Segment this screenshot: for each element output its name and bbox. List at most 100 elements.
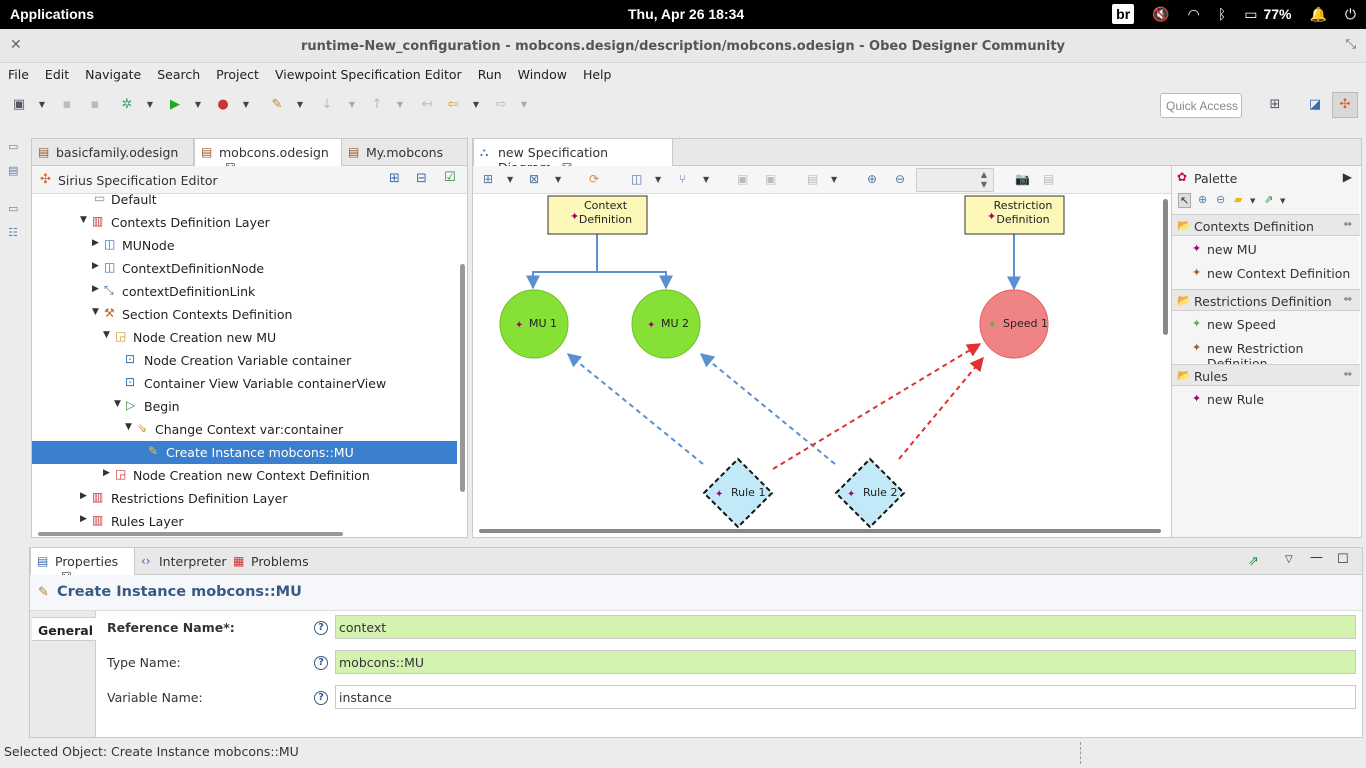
select-dropdown-icon[interactable]: ▼ — [507, 175, 514, 184]
menu-help[interactable]: Help — [582, 67, 612, 82]
palette-drawer-contexts-definition[interactable]: 📂 Contexts Definition ⇔ — [1172, 214, 1360, 236]
expand-arrow-icon[interactable]: ▶ — [103, 468, 110, 478]
menu-file[interactable]: File — [8, 67, 29, 82]
external-tools-dropdown-icon[interactable]: ▼ — [242, 100, 250, 109]
diagram-properties-icon[interactable]: ▤ — [1043, 172, 1055, 186]
tree-item-begin[interactable]: ▼ ▷ Begin — [114, 398, 180, 414]
rule1-label[interactable]: Rule 1 — [731, 486, 766, 499]
tab-my-mobcons[interactable]: ▤ My.mobcons — [342, 139, 468, 166]
palette-item-new-mu[interactable]: ✦ new MU — [1192, 242, 1257, 257]
model-explorer-icon[interactable]: ▤ — [8, 164, 19, 177]
modeling-perspective-icon[interactable]: ◪ — [1308, 97, 1322, 112]
palette-header[interactable]: ✿ Palette ▶ — [1177, 170, 1352, 186]
outline-icon[interactable]: ☷ — [8, 226, 18, 239]
zoom-in-icon[interactable]: ⊕ — [867, 172, 878, 186]
tree-item-contexts-definition-layer[interactable]: ▼ ▥ Contexts Definition Layer — [80, 214, 270, 230]
tab-interpreter[interactable]: ‹› Interpreter — [135, 548, 227, 575]
reference-name-field[interactable]: context — [335, 615, 1356, 639]
run-dropdown-icon[interactable]: ▼ — [194, 100, 202, 109]
external-tools-icon[interactable]: ● — [217, 97, 229, 112]
note-dropdown-icon[interactable]: ▼ — [1250, 197, 1256, 205]
spin-down-icon[interactable]: ▼ — [980, 180, 987, 189]
minimize-view-icon[interactable]: — — [1310, 550, 1323, 565]
menu-run[interactable]: Run — [477, 67, 502, 82]
tree-item-node-creation-new-mu[interactable]: ▼ ◲ Node Creation new MU — [103, 329, 277, 345]
menu-edit[interactable]: Edit — [44, 67, 70, 82]
notifications-bell-icon[interactable]: 🔔 — [1309, 5, 1327, 22]
tree-horizontal-scrollbar[interactable] — [38, 532, 343, 536]
last-edit-icon[interactable]: ↤ — [421, 97, 433, 112]
restore-view-icon[interactable]: ▭ — [8, 140, 19, 153]
unpin-icon[interactable]: ▣ — [765, 172, 777, 186]
tree-item-section-contexts-definition[interactable]: ▼ ⚒ Section Contexts Definition — [92, 306, 293, 322]
tree-item-container-view-variable[interactable]: ⊡ Container View Variable containerView — [125, 375, 387, 391]
keyboard-layout-indicator[interactable]: br — [1112, 4, 1135, 24]
collapse-all-icon[interactable]: ⊟ — [416, 171, 427, 186]
tree-item-contextdefinitionnode[interactable]: ▶ ◫ ContextDefinitionNode — [92, 260, 265, 276]
palette-collapse-icon[interactable]: ▶ — [1342, 170, 1352, 184]
tree-item-node-creation-new-context-definition[interactable]: ▶ ◲ Node Creation new Context Definition — [103, 467, 370, 483]
pin-icon[interactable]: ▣ — [737, 172, 749, 186]
zoom-out-tool-icon[interactable]: ⊖ — [1216, 193, 1226, 206]
palette-item-new-speed[interactable]: ✦ new Speed — [1192, 317, 1276, 332]
mu1-label[interactable]: MU 1 — [529, 317, 558, 330]
debug-dropdown-icon[interactable]: ▼ — [146, 100, 154, 109]
variable-name-field[interactable]: instance — [335, 685, 1356, 709]
tab-new-specification-diagram[interactable]: ⛬ new Specification Diagram ☒ — [473, 139, 673, 175]
collapse-arrow-icon[interactable]: ▼ — [125, 422, 132, 432]
refresh-icon[interactable]: ⟳ — [589, 172, 600, 186]
new-dropdown-icon[interactable]: ▼ — [38, 100, 46, 109]
diagram-canvas[interactable]: ✦ ✦ ✦ ✦ ✦ ✦ ✦ Context Definition Restric… — [473, 194, 1163, 537]
save-all-icon[interactable]: ▪ — [90, 97, 100, 112]
debug-icon[interactable]: ✲ — [121, 97, 133, 112]
forward-dropdown-icon[interactable]: ▼ — [520, 100, 528, 109]
help-icon[interactable]: ? — [314, 621, 328, 635]
menu-project[interactable]: Project — [216, 67, 259, 82]
pencil-dropdown-icon[interactable]: ▼ — [296, 100, 304, 109]
close-window-icon[interactable]: ✕ — [10, 37, 22, 53]
expand-arrow-icon[interactable]: ▶ — [92, 238, 99, 248]
collapse-arrow-icon[interactable]: ▼ — [114, 399, 121, 409]
battery-icon[interactable]: ▭ — [1244, 5, 1258, 22]
palette-item-new-context-definition[interactable]: ✦ new Context Definition — [1192, 266, 1351, 281]
menu-window[interactable]: Window — [517, 67, 567, 82]
diagram-vertical-scrollbar[interactable] — [1163, 199, 1168, 335]
tree-item-default[interactable]: ▭ Default — [32, 194, 459, 211]
zoom-in-tool-icon[interactable]: ⊕ — [1198, 193, 1208, 206]
tab-problems[interactable]: ▦ Problems — [227, 548, 313, 575]
view-menu-icon[interactable]: ▽ — [1285, 554, 1293, 565]
new-icon[interactable]: ▣ — [12, 97, 26, 112]
type-name-field[interactable]: mobcons::MU — [335, 650, 1356, 674]
applications-menu[interactable]: Applications — [10, 6, 95, 22]
previous-annotation-icon[interactable]: ↑ — [371, 97, 383, 112]
selection-tool-icon[interactable]: ↖ — [1178, 193, 1192, 208]
palette-item-new-rule[interactable]: ✦ new Rule — [1192, 392, 1265, 407]
section-general[interactable]: General — [32, 617, 96, 641]
arrange-all-icon[interactable]: ⊠ — [529, 172, 540, 186]
tree-vertical-scrollbar[interactable] — [460, 264, 465, 492]
tab-properties[interactable]: ▤ Properties ☒ — [30, 548, 135, 584]
quick-access-input[interactable]: Quick Access — [1160, 93, 1242, 118]
rule2-label[interactable]: Rule 2 — [863, 486, 898, 499]
restriction-definition-label[interactable]: Restriction Definition — [993, 199, 1053, 226]
layers-dropdown-icon[interactable]: ▼ — [703, 175, 710, 184]
tab-basicfamily-odesign[interactable]: ▤ basicfamily.odesign — [32, 139, 194, 166]
drawer-toggle-icon[interactable]: ⇔ — [1343, 294, 1352, 305]
expand-arrow-icon[interactable]: ▶ — [80, 514, 87, 524]
help-icon[interactable]: ? — [314, 691, 328, 705]
tree-item-change-context[interactable]: ▼ ⇘ Change Context var:container — [125, 421, 344, 437]
drawer-toggle-icon[interactable]: ⇔ — [1343, 369, 1352, 380]
next-annotation-dropdown-icon[interactable]: ▼ — [348, 100, 356, 109]
collapse-arrow-icon[interactable]: ▼ — [103, 330, 110, 340]
palette-item-new-restriction-definition[interactable]: ✦ new Restriction Definition — [1192, 341, 1304, 371]
wifi-icon[interactable]: ◠ — [1187, 5, 1200, 22]
collapse-arrow-icon[interactable]: ▼ — [80, 215, 87, 225]
pencil-icon[interactable]: ✎ — [271, 97, 283, 112]
palette-drawer-rules[interactable]: 📂 Rules ⇔ — [1172, 364, 1360, 386]
menu-navigate[interactable]: Navigate — [85, 67, 142, 82]
sirius-perspective-icon[interactable]: ✣ — [1332, 92, 1358, 118]
menu-search[interactable]: Search — [157, 67, 201, 82]
filters-icon[interactable]: ◫ — [631, 172, 643, 186]
spin-up-icon[interactable]: ▲ — [980, 170, 987, 179]
tree-item-restrictions-definition-layer[interactable]: ▶ ▥ Restrictions Definition Layer — [80, 490, 288, 506]
